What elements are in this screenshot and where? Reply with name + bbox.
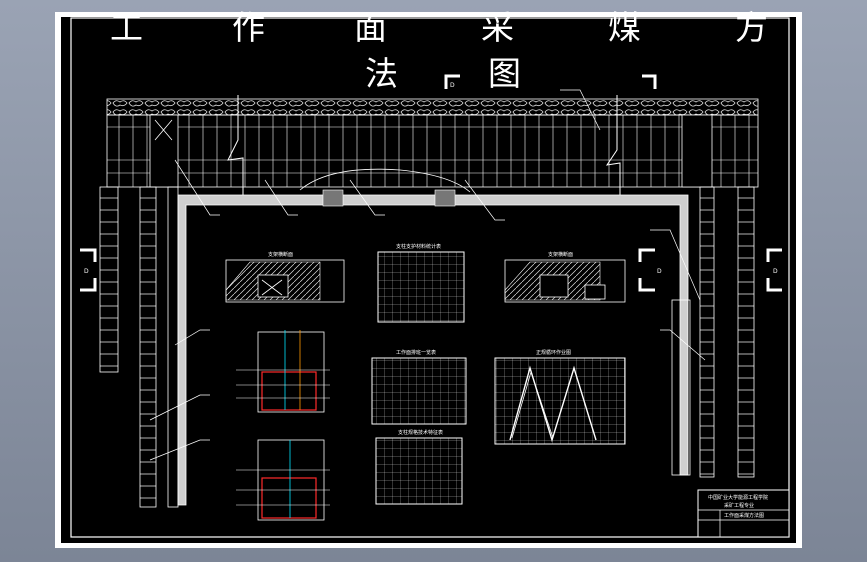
figure-title: 支柱规格技术特征表 bbox=[398, 429, 443, 436]
figure-title: 支架横断面 bbox=[268, 251, 293, 258]
spec-table bbox=[375, 437, 463, 505]
figure-title: 工作面排班一览表 bbox=[396, 349, 436, 356]
title-char: 法 bbox=[365, 54, 398, 93]
title-char: 作 bbox=[232, 8, 265, 47]
title-block-line: 工作面采煤方法图 bbox=[724, 512, 764, 519]
title-char: 工 bbox=[110, 8, 143, 47]
shift-table bbox=[371, 357, 467, 425]
haulage-rails bbox=[99, 186, 755, 508]
title-char: 方 bbox=[735, 8, 768, 47]
leader-lines bbox=[149, 89, 706, 461]
title-block: 中国矿业大学能源工程学院 采矿工程专业 工作面采煤方法图 bbox=[697, 489, 790, 538]
material-table bbox=[377, 251, 465, 323]
figure-title: 支架横断面 bbox=[548, 251, 573, 258]
section-mark: D bbox=[84, 268, 89, 275]
blasting-diagram-upper bbox=[236, 330, 330, 413]
support-section-left bbox=[225, 259, 345, 303]
cycle-chart bbox=[494, 357, 626, 445]
section-marker bbox=[80, 74, 782, 292]
support-section-right bbox=[504, 259, 626, 303]
blasting-diagram-lower bbox=[236, 439, 330, 521]
title-char: 煤 bbox=[608, 8, 641, 47]
section-mark: D bbox=[657, 268, 662, 275]
title-block-line: 中国矿业大学能源工程学院 bbox=[708, 494, 768, 501]
title-char: 采 bbox=[481, 8, 514, 47]
section-mark: D bbox=[450, 82, 455, 89]
figure-title: 支柱支护材料统计表 bbox=[396, 243, 441, 250]
working-face bbox=[106, 95, 759, 195]
title-char: 图 bbox=[488, 54, 521, 93]
inner-border bbox=[70, 17, 790, 538]
section-mark: D bbox=[773, 268, 778, 275]
title-block-line: 采矿工程专业 bbox=[724, 502, 754, 509]
title-char: 面 bbox=[354, 8, 387, 47]
figure-title: 正规循环作业图 bbox=[536, 349, 571, 356]
